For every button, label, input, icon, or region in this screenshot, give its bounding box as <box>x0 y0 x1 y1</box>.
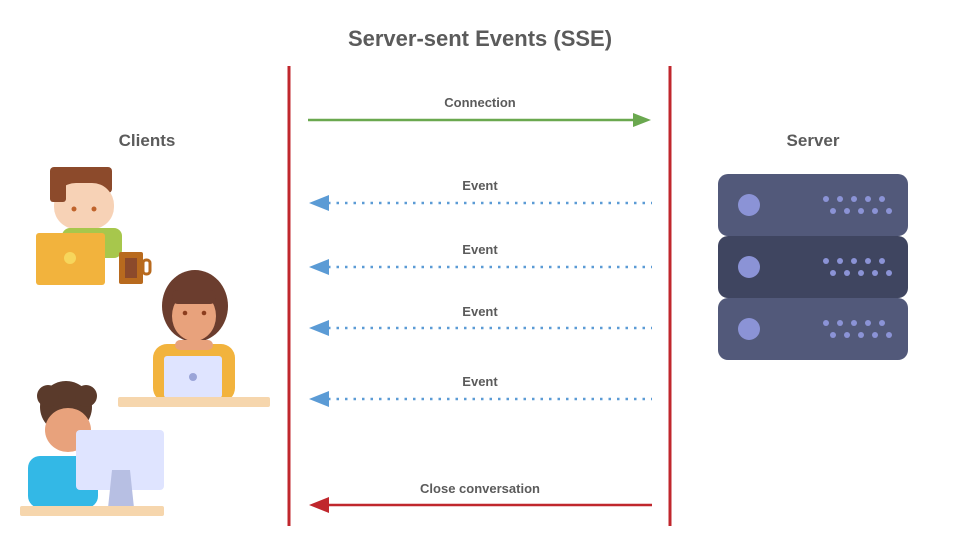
server-unit-middle <box>718 236 908 298</box>
message-label-close: Close conversation <box>420 481 540 496</box>
server-label: Server <box>786 131 840 150</box>
message-label-event-1: Event <box>462 178 498 193</box>
client-man-desktop-icon <box>20 381 164 516</box>
arrow-event-1 <box>309 195 652 211</box>
server-unit-bottom <box>718 298 908 360</box>
arrow-close <box>309 497 652 513</box>
arrow-event-3 <box>309 320 652 336</box>
message-label-connection: Connection <box>444 95 516 110</box>
message-label-event-2: Event <box>462 242 498 257</box>
client-woman-laptop-icon <box>118 270 270 407</box>
arrow-connection <box>308 113 651 127</box>
server-rack-icon <box>718 174 908 360</box>
message-label-event-4: Event <box>462 374 498 389</box>
message-label-event-3: Event <box>462 304 498 319</box>
arrow-event-2 <box>309 259 652 275</box>
arrow-event-4 <box>309 391 652 407</box>
clients-label: Clients <box>118 131 176 150</box>
client-man-laptop-icon <box>36 167 152 285</box>
server-unit-top <box>718 174 908 236</box>
diagram-title: Server-sent Events (SSE) <box>347 26 613 51</box>
